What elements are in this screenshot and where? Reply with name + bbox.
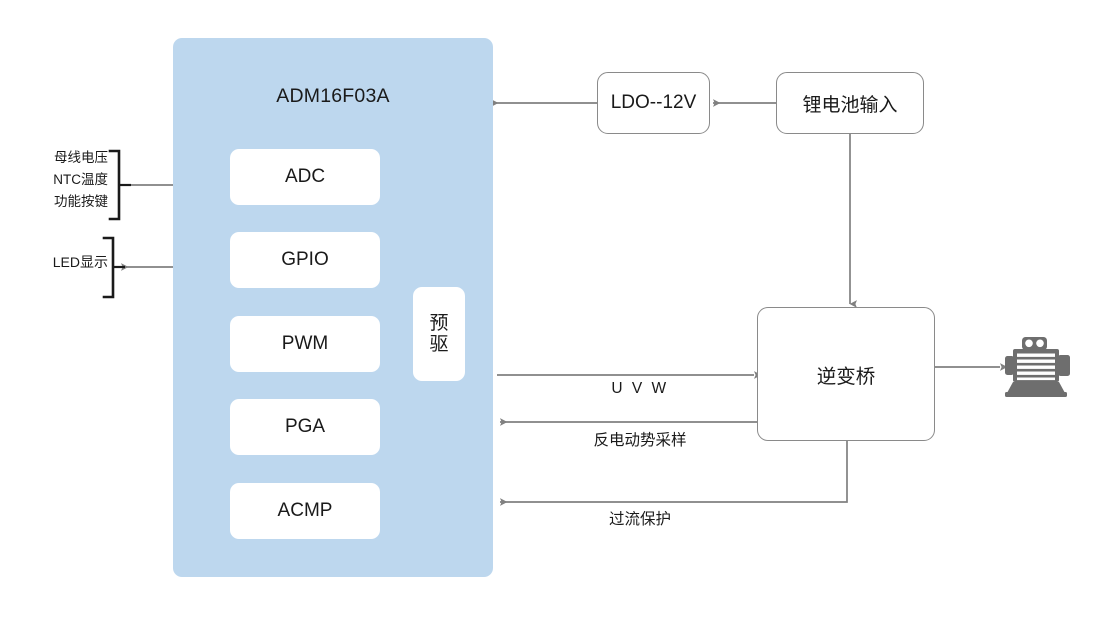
module-acmp[interactable]: ACMP	[230, 483, 380, 539]
module-gpio[interactable]: GPIO	[230, 232, 380, 288]
predriver-label-line1: 预	[429, 312, 449, 334]
label-over-current: 过流保护	[608, 511, 671, 528]
module-predriver[interactable]: 预 驱	[413, 287, 465, 381]
block-ldo[interactable]: LDO--12V	[597, 72, 710, 134]
label-uvw: U V W	[611, 380, 669, 397]
motor-icon	[1005, 337, 1070, 397]
block-battery-input[interactable]: 锂电池输入	[776, 72, 924, 134]
label-function-key: 功能按键	[54, 193, 108, 209]
module-pga[interactable]: PGA	[230, 399, 380, 455]
module-pwm[interactable]: PWM	[230, 316, 380, 372]
label-ntc-temperature: NTC温度	[53, 171, 108, 187]
module-adc[interactable]: ADC	[230, 149, 380, 205]
label-back-emf: 反电动势采样	[593, 432, 687, 449]
output-led-group: LED显示	[8, 251, 108, 274]
mcu-title: ADM16F03A	[276, 85, 390, 107]
input-sensor-group: 母线电压 NTC温度 功能按键	[8, 147, 108, 213]
block-inverter-bridge[interactable]: 逆变桥	[757, 307, 935, 441]
label-bus-voltage: 母线电压	[54, 150, 108, 165]
label-led-display: LED显示	[52, 254, 108, 270]
wire-over-current	[500, 441, 848, 506]
bracket-sensors	[108, 149, 121, 221]
predriver-label-line2: 驱	[429, 334, 449, 355]
